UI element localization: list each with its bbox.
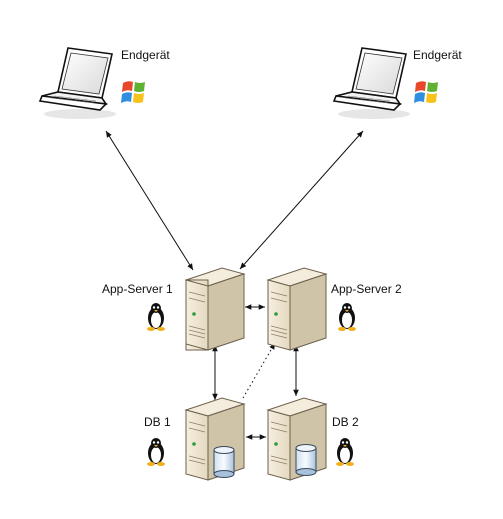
app-server-2-label: App-Server 2 (331, 282, 402, 296)
linux-tux-icon (338, 303, 356, 331)
linux-tux-icon (147, 303, 165, 331)
windows-logo-icon (121, 81, 145, 103)
laptop-icon (332, 47, 410, 119)
connection-db1-appserver2-dotted (242, 342, 276, 399)
db-1-label: DB 1 (144, 415, 171, 429)
database-cylinder-icon (295, 444, 317, 476)
database-server-icon (266, 397, 328, 481)
server-icon (266, 267, 328, 351)
connection-endgeraet2-appserver2 (239, 130, 364, 270)
connection-endgeraet1-appserver1 (105, 130, 194, 271)
laptop-icon (38, 47, 116, 119)
endgeraet-2-label: Endgerät (413, 48, 462, 62)
db-2-label: DB 2 (332, 415, 359, 429)
linux-tux-icon (147, 438, 165, 466)
database-server-icon (184, 397, 246, 481)
endgeraet-1-label: Endgerät (121, 48, 170, 62)
windows-logo-icon (414, 81, 438, 103)
server-icon (184, 267, 246, 351)
connections (105, 130, 364, 440)
database-cylinder-icon (213, 446, 235, 478)
linux-tux-icon (336, 438, 354, 466)
app-server-1-label: App-Server 1 (102, 282, 173, 296)
